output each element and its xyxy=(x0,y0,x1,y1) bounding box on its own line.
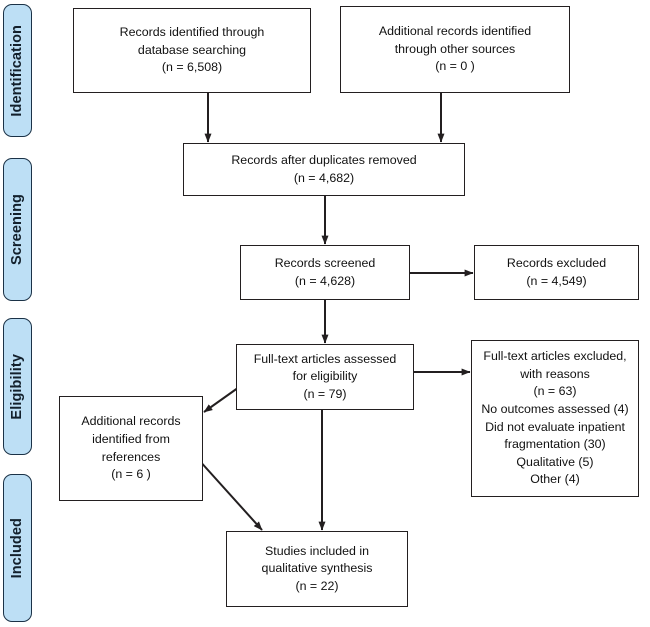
box-records-excluded-text: Records excluded (n = 4,549) xyxy=(506,255,607,288)
box-additional-records-other-sources[interactable]: Additional records identified through ot… xyxy=(340,6,570,93)
stage-tab-included[interactable]: Included xyxy=(3,474,32,622)
box-additional-records-references-text: Additional records identified from refer… xyxy=(81,414,181,482)
box-records-screened[interactable]: Records screened (n = 4,628) xyxy=(240,245,410,300)
stage-tab-eligibility-label: Eligibility xyxy=(9,353,26,420)
stage-tab-identification-label: Identification xyxy=(9,24,26,117)
box-fulltext-articles-assessed[interactable]: Full-text articles assessed for eligibil… xyxy=(236,344,414,410)
box-records-identified-database[interactable]: Records identified through database sear… xyxy=(73,8,311,93)
box-studies-included-text: Studies included in qualitative synthesi… xyxy=(261,543,373,593)
stage-tab-identification[interactable]: Identification xyxy=(3,4,32,137)
box-records-after-duplicates-removed[interactable]: Records after duplicates removed (n = 4,… xyxy=(183,143,465,196)
stage-tab-screening-label: Screening xyxy=(9,193,26,265)
stage-tab-screening[interactable]: Screening xyxy=(3,158,32,301)
box-fulltext-articles-excluded[interactable]: Full-text articles excluded, with reason… xyxy=(471,340,639,497)
box-records-identified-database-text: Records identified through database sear… xyxy=(119,25,265,75)
box-records-screened-text: Records screened (n = 4,628) xyxy=(274,255,376,288)
connector-references-to-studies xyxy=(197,458,263,531)
box-additional-records-references[interactable]: Additional records identified from refer… xyxy=(59,396,203,501)
box-fulltext-articles-assessed-text: Full-text articles assessed for eligibil… xyxy=(253,351,397,401)
box-additional-records-other-sources-text: Additional records identified through ot… xyxy=(378,24,532,74)
box-records-excluded[interactable]: Records excluded (n = 4,549) xyxy=(474,245,639,300)
box-fulltext-articles-excluded-text: Full-text articles excluded, with reason… xyxy=(481,349,629,487)
box-studies-included[interactable]: Studies included in qualitative synthesi… xyxy=(226,531,408,607)
stage-tab-included-label: Included xyxy=(9,517,26,579)
box-records-after-duplicates-removed-text: Records after duplicates removed (n = 4,… xyxy=(231,152,417,185)
stage-tab-eligibility[interactable]: Eligibility xyxy=(3,318,32,455)
